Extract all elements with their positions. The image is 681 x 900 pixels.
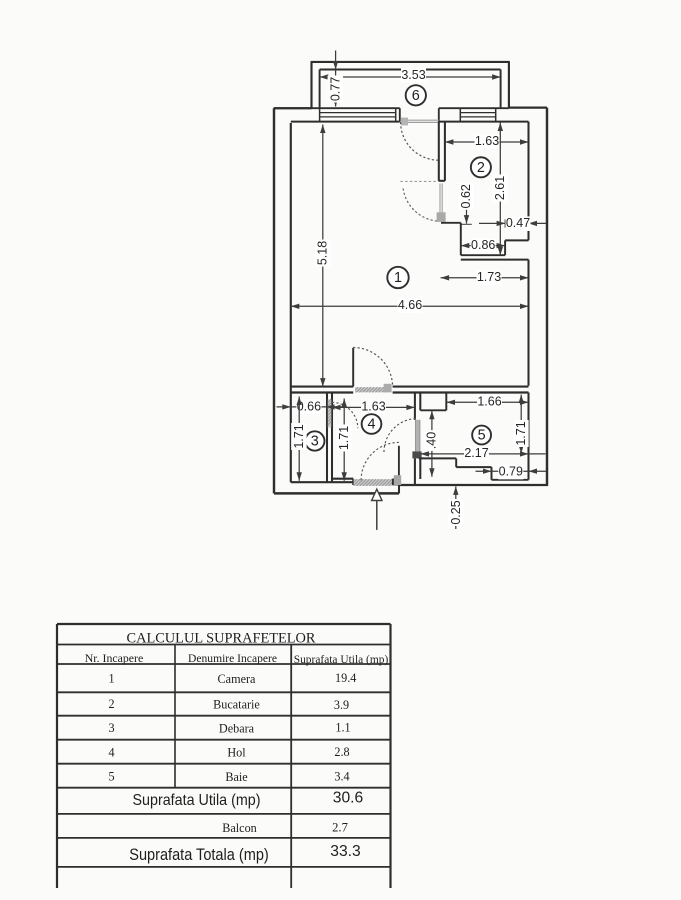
svg-text:0.47: 0.47 [506,216,530,230]
svg-text:0.79: 0.79 [499,465,523,479]
svg-text:0.77: 0.77 [328,77,342,101]
svg-text:1.63: 1.63 [475,134,499,148]
svg-text:2.61: 2.61 [493,176,507,200]
svg-text:Balcon: Balcon [222,821,257,835]
svg-text:Debara: Debara [219,722,255,736]
svg-text:3.4: 3.4 [334,770,349,784]
svg-text:CALCULUL SUPRAFETELOR: CALCULUL SUPRAFETELOR [127,630,317,647]
svg-text:Baie: Baie [225,770,247,784]
svg-text:3.9: 3.9 [334,698,349,712]
svg-text:Suprafata Utila (mp): Suprafata Utila (mp) [294,652,389,666]
svg-text:1.71: 1.71 [292,424,306,448]
svg-text:1.71: 1.71 [337,426,351,450]
svg-text:1.71: 1.71 [514,421,528,445]
svg-text:4.66: 4.66 [398,298,422,312]
svg-text:4: 4 [367,417,375,433]
svg-text:Nr. Incapere: Nr. Incapere [85,651,144,665]
svg-text:.40: .40 [425,432,439,449]
svg-text:4: 4 [108,746,114,760]
svg-text:3.53: 3.53 [401,68,425,82]
svg-text:Suprafata Totala (mp): Suprafata Totala (mp) [129,846,269,864]
svg-text:5: 5 [478,428,486,444]
svg-text:2: 2 [477,160,485,176]
svg-text:1.63: 1.63 [361,399,385,413]
svg-text:33.3: 33.3 [330,843,361,860]
svg-text:Hol: Hol [227,746,246,760]
svg-text:5.18: 5.18 [316,241,330,265]
svg-text:0.62: 0.62 [459,184,473,208]
svg-text:2.8: 2.8 [334,745,349,759]
svg-text:Camera: Camera [218,672,256,686]
svg-text:5: 5 [108,770,114,784]
svg-text:3: 3 [108,721,114,735]
svg-text:Suprafata Utila (mp): Suprafata Utila (mp) [133,792,261,809]
svg-text:1: 1 [394,270,402,286]
svg-text:1: 1 [108,672,114,686]
svg-text:19.4: 19.4 [335,671,356,685]
svg-text:2.7: 2.7 [332,821,348,835]
svg-text:0.86: 0.86 [471,238,495,252]
svg-text:2.17: 2.17 [464,446,488,460]
svg-text:30.6: 30.6 [333,790,364,807]
svg-text:Bucatarie: Bucatarie [213,698,260,712]
svg-text:6: 6 [412,88,420,104]
svg-text:1.73: 1.73 [477,270,501,284]
svg-text:0.25: 0.25 [449,500,463,524]
svg-text:Denumire Incapere: Denumire Incapere [188,651,277,665]
svg-text:3: 3 [311,434,319,450]
svg-text:1.1: 1.1 [335,721,350,735]
svg-text:1.66: 1.66 [477,395,501,409]
svg-text:2: 2 [108,697,114,711]
svg-text:0.66: 0.66 [297,399,321,413]
